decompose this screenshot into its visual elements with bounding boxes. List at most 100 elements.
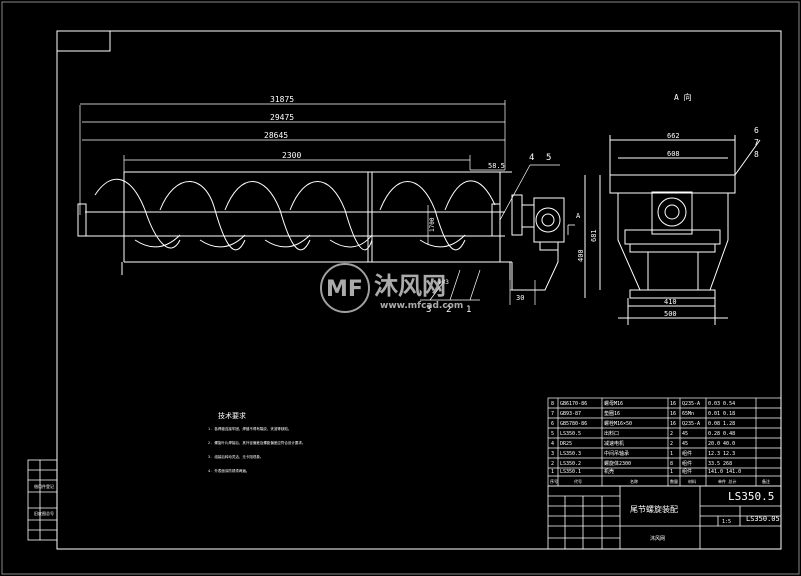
bom-cell-no: 7 (551, 411, 554, 417)
side-registration-table (27, 459, 58, 541)
bom-h-mat: 材料 (688, 478, 696, 484)
bom-cell-wt: 12.3 12.3 (708, 451, 735, 457)
bom-h-note: 备注 (762, 478, 770, 484)
bom-cell-qty: 1 (670, 469, 673, 475)
bom-cell-no: 1 (551, 469, 554, 475)
bom-cell-code: GB5780-86 (560, 421, 587, 427)
watermark-logo: MF 沐风网 www.mfcad.com (320, 263, 463, 313)
bom-cell-wt: 0.28 0.48 (708, 431, 735, 437)
section-arrow (567, 224, 575, 235)
section-arrow-label: A (576, 212, 581, 220)
bom-cell-code: DR25 (560, 441, 572, 447)
balloon-4: 4 (529, 153, 534, 163)
bom-cell-qty: 8 (670, 461, 673, 467)
bom-cell-qty: 2 (670, 441, 673, 447)
bom-cell-code: LS350.3 (560, 451, 581, 457)
bom-cell-wt: 0.01 0.18 (708, 411, 735, 417)
corner-box (56, 30, 111, 52)
bom-cell-no: 4 (551, 441, 554, 447)
bom-cell-qty: 16 (670, 401, 676, 407)
dimension-lines (79, 100, 536, 305)
bom-cell-name: 垫圈16 (604, 410, 620, 417)
title-scale: 1:5 (722, 519, 731, 525)
bom-cell-no: 5 (551, 431, 554, 437)
balloon-1: 1 (466, 305, 471, 315)
bom-cell-no: 6 (551, 421, 554, 427)
bom-cell-name: 螺母M16 (604, 400, 623, 407)
bom-cell-qty: 2 (670, 431, 673, 437)
bom-cell-wt: 20.0 40.0 (708, 441, 735, 447)
title-unit: 沐风网 (650, 535, 665, 542)
balloon-7: 7 (754, 138, 759, 147)
bom-cell-mat: 组件 (682, 450, 692, 457)
watermark-logo-text: MF (326, 277, 363, 302)
bom-cell-wt: 33.5 268 (708, 461, 732, 467)
watermark-cn: 沐风网 (374, 272, 446, 300)
bom-cell-no: 2 (551, 461, 554, 467)
screw-flights (94, 178, 496, 251)
dim-d2: 29475 (270, 113, 294, 122)
main-leaders (420, 164, 560, 301)
bom-cell-name: 螺旋体2300 (604, 460, 631, 467)
balloon-5: 5 (546, 153, 551, 163)
tech-req-2: 2. 螺旋叶片焊接后，其外径偏差及螺距偏差应符合设计要求。 (208, 440, 305, 445)
dim-d6: 30 (516, 294, 524, 302)
bom-cell-mat: 45 (682, 431, 688, 437)
bom-cell-no: 3 (551, 451, 554, 457)
watermark-url: www.mfcad.com (380, 301, 463, 311)
balloon-2: 2 (446, 305, 451, 315)
view-label: A 向 (674, 92, 692, 102)
title-drawing-no: LS350.5 (728, 490, 774, 503)
side-label-1: 借用件登记 (34, 483, 54, 489)
title-block-grid (547, 485, 782, 550)
bom-cell-code: GB6170-86 (560, 401, 587, 407)
bom-cell-mat: 65Mn (682, 411, 694, 417)
bom-cell-wt: 0.03 0.54 (708, 401, 735, 407)
dim-vert-small: Φ63 (438, 279, 449, 286)
tech-req-title: 技术要求 (218, 411, 246, 420)
balloon-3: 3 (426, 305, 431, 315)
dim-d5: 58.5 (488, 162, 505, 170)
side-dim-h1: 681 (590, 229, 598, 242)
bom-cell-name: 中间吊轴承 (604, 450, 629, 457)
bom-h-qty: 数量 (670, 478, 678, 484)
drive-assembly (121, 194, 565, 291)
bom-cell-name: 出料口 (604, 430, 619, 437)
tech-req-3: 3. 组装后转动灵活，无卡阻现象。 (208, 454, 263, 459)
balloon-8: 8 (754, 150, 759, 159)
bom-h-no: 序号 (550, 478, 558, 484)
tech-req-1: 1. 各焊缝连接牢固，焊缝不得有裂纹、夹渣等缺陷。 (208, 426, 291, 431)
title-name: 尾节螺旋装配 (630, 504, 678, 514)
bom-h-code: 代号 (574, 478, 582, 484)
bom-cell-no: 8 (551, 401, 554, 407)
title-sheet-no: LS350.05 (746, 515, 780, 523)
bom-cell-code: LS350.1 (560, 469, 581, 475)
side-dim-b2: 500 (664, 310, 677, 318)
trough-casing (77, 171, 512, 263)
dim-vert: 1700 (429, 217, 436, 232)
bom-cell-name: 减速电机 (604, 440, 624, 447)
bom-cell-mat: Q235-A (682, 401, 700, 407)
bom-cell-qty: 16 (670, 411, 676, 417)
side-label-2: 旧底图总号 (34, 510, 54, 516)
side-dim-b1: 410 (664, 298, 677, 306)
dim-d3: 28645 (264, 131, 288, 140)
bom-cell-mat: 组件 (682, 468, 692, 475)
balloon-6: 6 (754, 126, 759, 135)
bom-h-name: 名称 (630, 478, 638, 484)
bom-cell-code: LS350.2 (560, 461, 581, 467)
tech-req-4: 4. 外表面涂防锈漆两遍。 (208, 468, 249, 473)
dim-d4: 2300 (282, 151, 301, 160)
bom-cell-name: 机壳 (604, 468, 614, 475)
bom-cell-code: LS350.5 (560, 431, 581, 437)
bom-cell-code: GB93-87 (560, 411, 581, 417)
bom-cell-mat: 组件 (682, 460, 692, 467)
dim-overall: 31875 (270, 95, 294, 104)
bom-cell-qty: 1 (670, 451, 673, 457)
inner-frame (56, 30, 782, 550)
bom-cell-mat: 45 (682, 441, 688, 447)
bom-cell-mat: Q235-A (682, 421, 700, 427)
